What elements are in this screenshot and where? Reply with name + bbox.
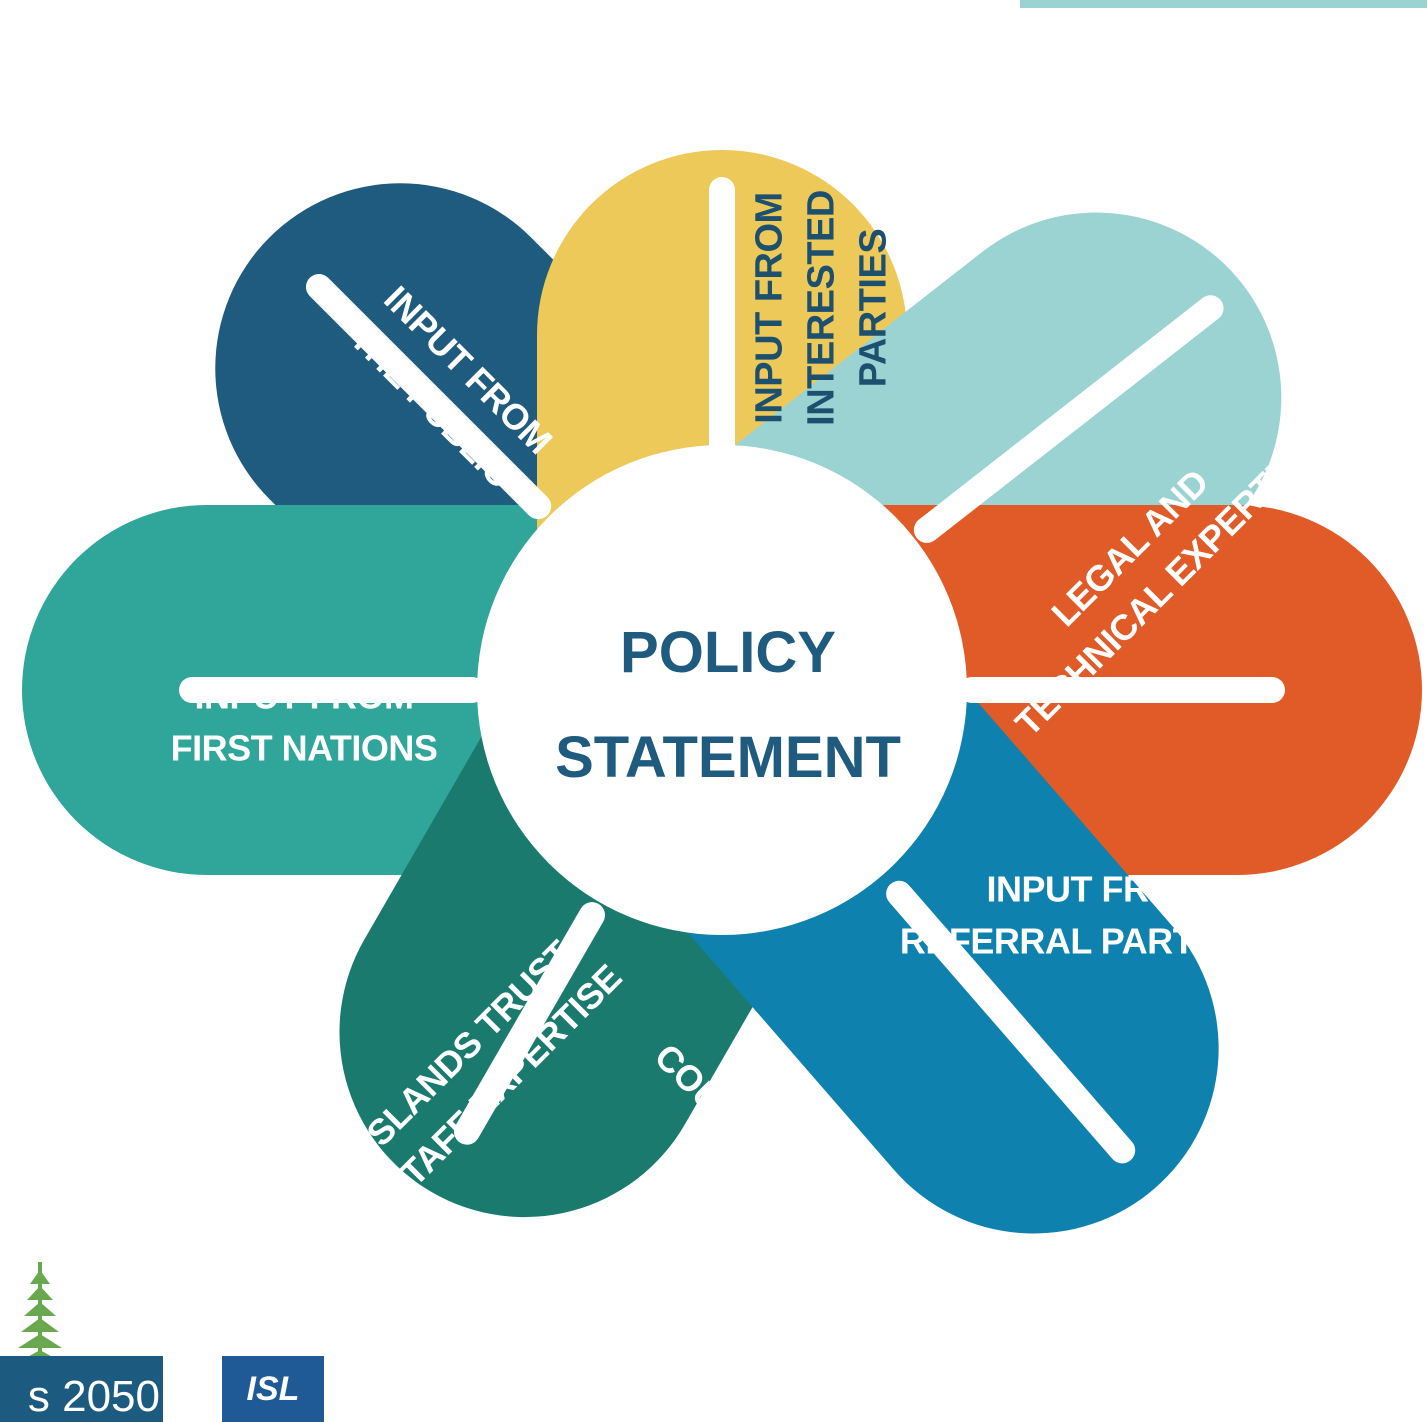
- isl-logo-text: ISL: [246, 1370, 300, 1408]
- bar-layer: [179, 177, 1285, 1164]
- petal-label-line: INPUT FROM: [195, 676, 414, 717]
- petal-bar-lightteal: [913, 295, 1224, 543]
- islands-2050-logo-text: s 2050: [27, 1372, 160, 1421]
- corner-accent-block: [1020, 0, 1427, 8]
- petal-label-line: FIRST NATIONS: [171, 728, 438, 769]
- petal-label-orange: INPUT FROM REFERRAL PARTNERS: [900, 869, 1292, 962]
- center-title-line2: STATEMENT: [555, 725, 901, 790]
- center-title-line1: POLICY: [620, 620, 836, 685]
- petal-bar-blue: [886, 880, 1136, 1164]
- petal-label-line: REFERRAL PARTNERS: [900, 921, 1292, 962]
- petal-label-line: PARTIES: [852, 229, 894, 387]
- islands-2050-logo: [0, 1356, 163, 1422]
- petal-label-line: INPUT FROM: [748, 192, 790, 423]
- isl-logo: [222, 1356, 324, 1422]
- petal-label-line: INTERESTED: [800, 190, 842, 426]
- petal-bar-navy: [305, 273, 552, 520]
- petal-label-teal: INPUT FROM FIRST NATIONS: [171, 676, 438, 769]
- petal-label-line: INPUT FROM: [987, 869, 1206, 910]
- petal-bar-darkgreen: [454, 902, 605, 1145]
- center-circle: [477, 445, 967, 935]
